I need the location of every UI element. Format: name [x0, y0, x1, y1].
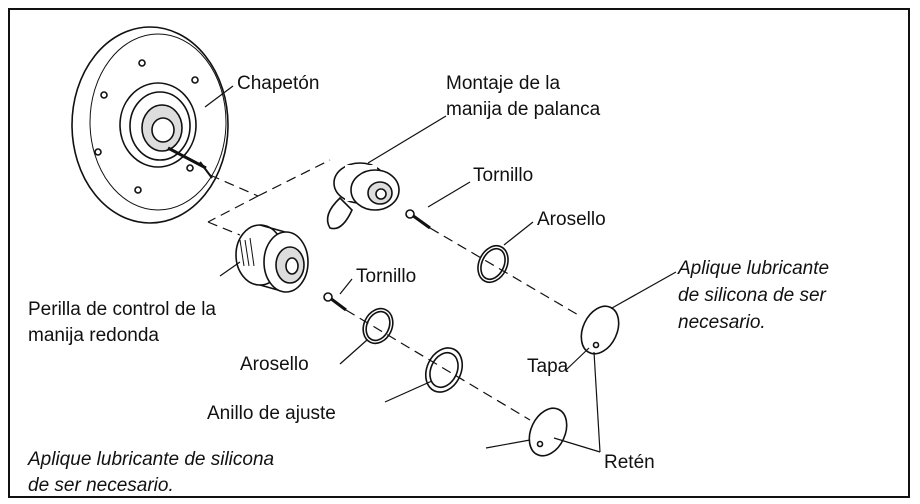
o-ring-bottom — [362, 307, 394, 345]
label-oring-bottom: Arosello — [240, 354, 309, 375]
label-screw-top: Tornillo — [473, 165, 534, 186]
o-ring-top — [477, 244, 509, 284]
label-retainer: Retén — [604, 452, 655, 473]
label-knob-line2: manija redonda — [28, 325, 159, 346]
screw-top — [405, 209, 431, 230]
screw-bottom — [323, 292, 347, 312]
label-note-bottom-line2: de ser necesario. — [28, 475, 174, 496]
label-screw-bottom: Tornillo — [356, 266, 417, 287]
label-escutcheon: Chapetón — [237, 73, 320, 94]
label-oring-top: Arosello — [537, 209, 606, 230]
assembly-axes — [207, 159, 581, 421]
label-adjust-ring: Anillo de ajuste — [207, 403, 336, 424]
diagram-frame — [8, 8, 910, 498]
round-handle-knob — [235, 224, 309, 293]
label-note-right-line3: necesario. — [678, 312, 766, 333]
cap-right — [580, 305, 620, 355]
label-lever-handle-line1: Montaje de la — [446, 73, 561, 94]
label-note-bottom-line1: Aplique lubricante de silicona — [28, 449, 275, 470]
leader-lines — [204, 85, 677, 453]
cap-bottom — [528, 407, 568, 457]
label-lever-handle-line2: manija de palanca — [446, 99, 601, 120]
escutcheon-plate — [71, 26, 229, 224]
label-cap: Tapa — [527, 356, 569, 377]
label-note-right-line2: de silicona de ser — [678, 285, 826, 306]
adjustment-ring — [424, 347, 464, 393]
lever-handle-assembly — [326, 162, 400, 230]
label-note-right-line1: Aplique lubricante — [678, 258, 830, 279]
label-knob-line1: Perilla de control de la — [28, 299, 216, 320]
